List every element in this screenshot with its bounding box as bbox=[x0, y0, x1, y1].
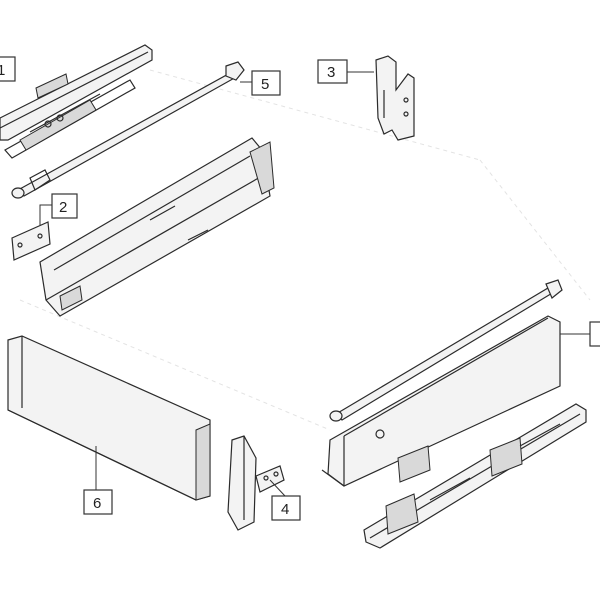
front-fixing-bracket bbox=[227, 435, 285, 531]
callout-2-label: 2 bbox=[59, 199, 67, 216]
gallery-rail-right bbox=[329, 279, 563, 422]
drawer-side-right bbox=[321, 315, 561, 487]
callout-1-label: 1 bbox=[0, 62, 5, 79]
callout-5: 5 bbox=[240, 70, 281, 96]
rear-bracket bbox=[11, 221, 51, 261]
back-connector bbox=[375, 55, 415, 141]
gallery-rail-top bbox=[11, 61, 245, 199]
callout-6: 6 bbox=[83, 446, 113, 515]
callout-4-label: 4 bbox=[281, 501, 289, 518]
callout-6-label: 6 bbox=[93, 495, 101, 512]
runner-bottom-right bbox=[363, 403, 587, 549]
callout-3: 3 bbox=[317, 59, 374, 84]
runner-top-left bbox=[0, 44, 153, 159]
callout-2: 2 bbox=[39, 193, 78, 225]
front-panel bbox=[7, 335, 211, 501]
callout-5-label: 5 bbox=[261, 76, 269, 93]
callout-1b bbox=[560, 321, 600, 347]
callout-3-label: 3 bbox=[327, 64, 335, 81]
drawer-side-left bbox=[39, 137, 275, 317]
callout-4: 4 bbox=[269, 479, 301, 521]
callout-1: 1 bbox=[0, 56, 16, 82]
background-guides bbox=[19, 69, 591, 431]
